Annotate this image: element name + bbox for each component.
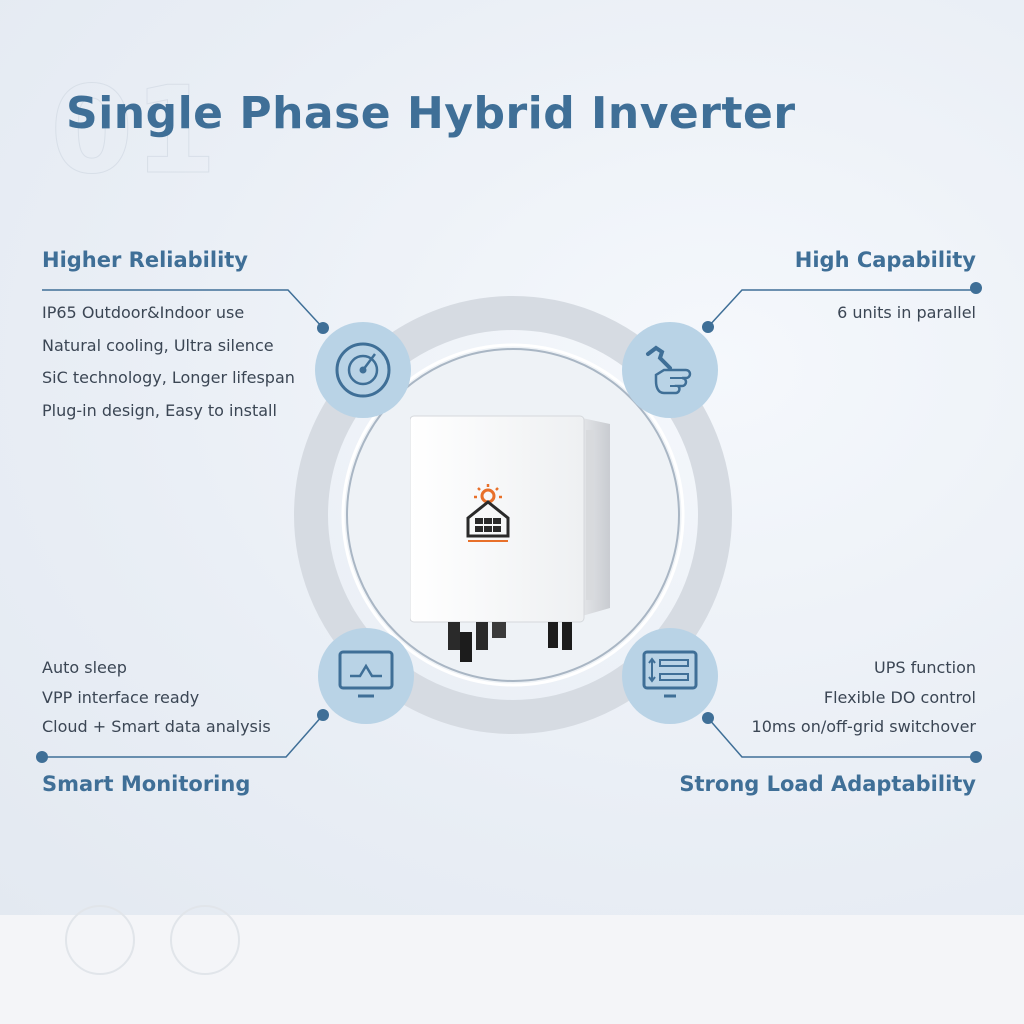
- monitor-icon: [318, 628, 414, 724]
- feature-list-strong-load-adaptability: UPS function Flexible DO control 10ms on…: [752, 652, 976, 741]
- watermark-numeral: 01: [50, 62, 218, 202]
- settings-panel-icon: [622, 628, 718, 724]
- solar-house-logo-icon: [458, 484, 518, 546]
- list-item: Cloud + Smart data analysis: [42, 717, 271, 736]
- heading-strong-load-adaptability: Strong Load Adaptability: [679, 772, 976, 796]
- leader-line-top-right: [707, 289, 976, 328]
- leader-line-bottom-left: [42, 714, 324, 758]
- leader-line-bottom-right: [707, 717, 976, 758]
- heading-high-capability: High Capability: [794, 248, 976, 272]
- list-item: Natural cooling, Ultra silence: [42, 335, 274, 355]
- list-item: 6 units in parallel: [837, 303, 976, 322]
- background-footer: [0, 915, 1024, 1024]
- leader-line-top-left: [42, 289, 324, 329]
- page-title: Single Phase Hybrid Inverter: [66, 88, 796, 139]
- list-item: 10ms on/off-grid switchover: [751, 717, 976, 736]
- radar-icon: [315, 322, 411, 418]
- heading-smart-monitoring: Smart Monitoring: [42, 772, 251, 796]
- feature-list-smart-monitoring: Auto sleep VPP interface ready Cloud + S…: [42, 652, 271, 741]
- list-item: IP65 Outdoor&Indoor use: [42, 303, 245, 322]
- list-item: UPS function: [874, 658, 976, 677]
- list-item: Plug-in design, Easy to install: [42, 400, 277, 420]
- feature-list-higher-reliability: IP65 Outdoor&Indoor use Natural cooling,…: [42, 297, 295, 427]
- list-item: Auto sleep: [42, 658, 127, 677]
- heading-higher-reliability: Higher Reliability: [42, 248, 249, 272]
- wrench-hand-icon: [622, 322, 718, 418]
- list-item: SiC technology, Longer lifespan: [42, 368, 295, 387]
- list-item: Flexible DO control: [823, 687, 976, 707]
- feature-list-high-capability: 6 units in parallel: [837, 297, 976, 330]
- list-item: VPP interface ready: [42, 687, 200, 707]
